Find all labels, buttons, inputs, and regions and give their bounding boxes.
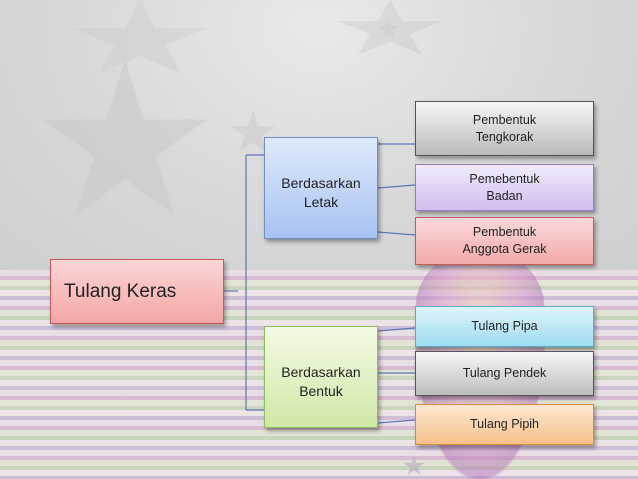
- node-tulang-pipa: Tulang Pipa: [415, 306, 594, 347]
- connector-bentuk-pipa: [377, 327, 416, 332]
- connector-bentuk-pipih: [377, 419, 416, 424]
- connector-letak-badan: [377, 184, 416, 189]
- node-tulang-keras: Tulang Keras: [50, 259, 224, 324]
- node-berdasarkan-bentuk: Berdasarkan Bentuk: [264, 326, 378, 428]
- node-berdasarkan-letak: Berdasarkan Letak: [264, 137, 378, 239]
- connector-letak-anggota: [377, 231, 416, 236]
- node-pembentuk-anggota-gerak: Pembentuk Anggota Gerak: [415, 217, 594, 265]
- node-pemebentuk-badan: Pemebentuk Badan: [415, 164, 594, 211]
- node-pembentuk-tengkorak: Pembentuk Tengkorak: [415, 101, 594, 156]
- node-tulang-pipih: Tulang Pipih: [415, 404, 594, 445]
- node-tulang-pendek: Tulang Pendek: [415, 351, 594, 396]
